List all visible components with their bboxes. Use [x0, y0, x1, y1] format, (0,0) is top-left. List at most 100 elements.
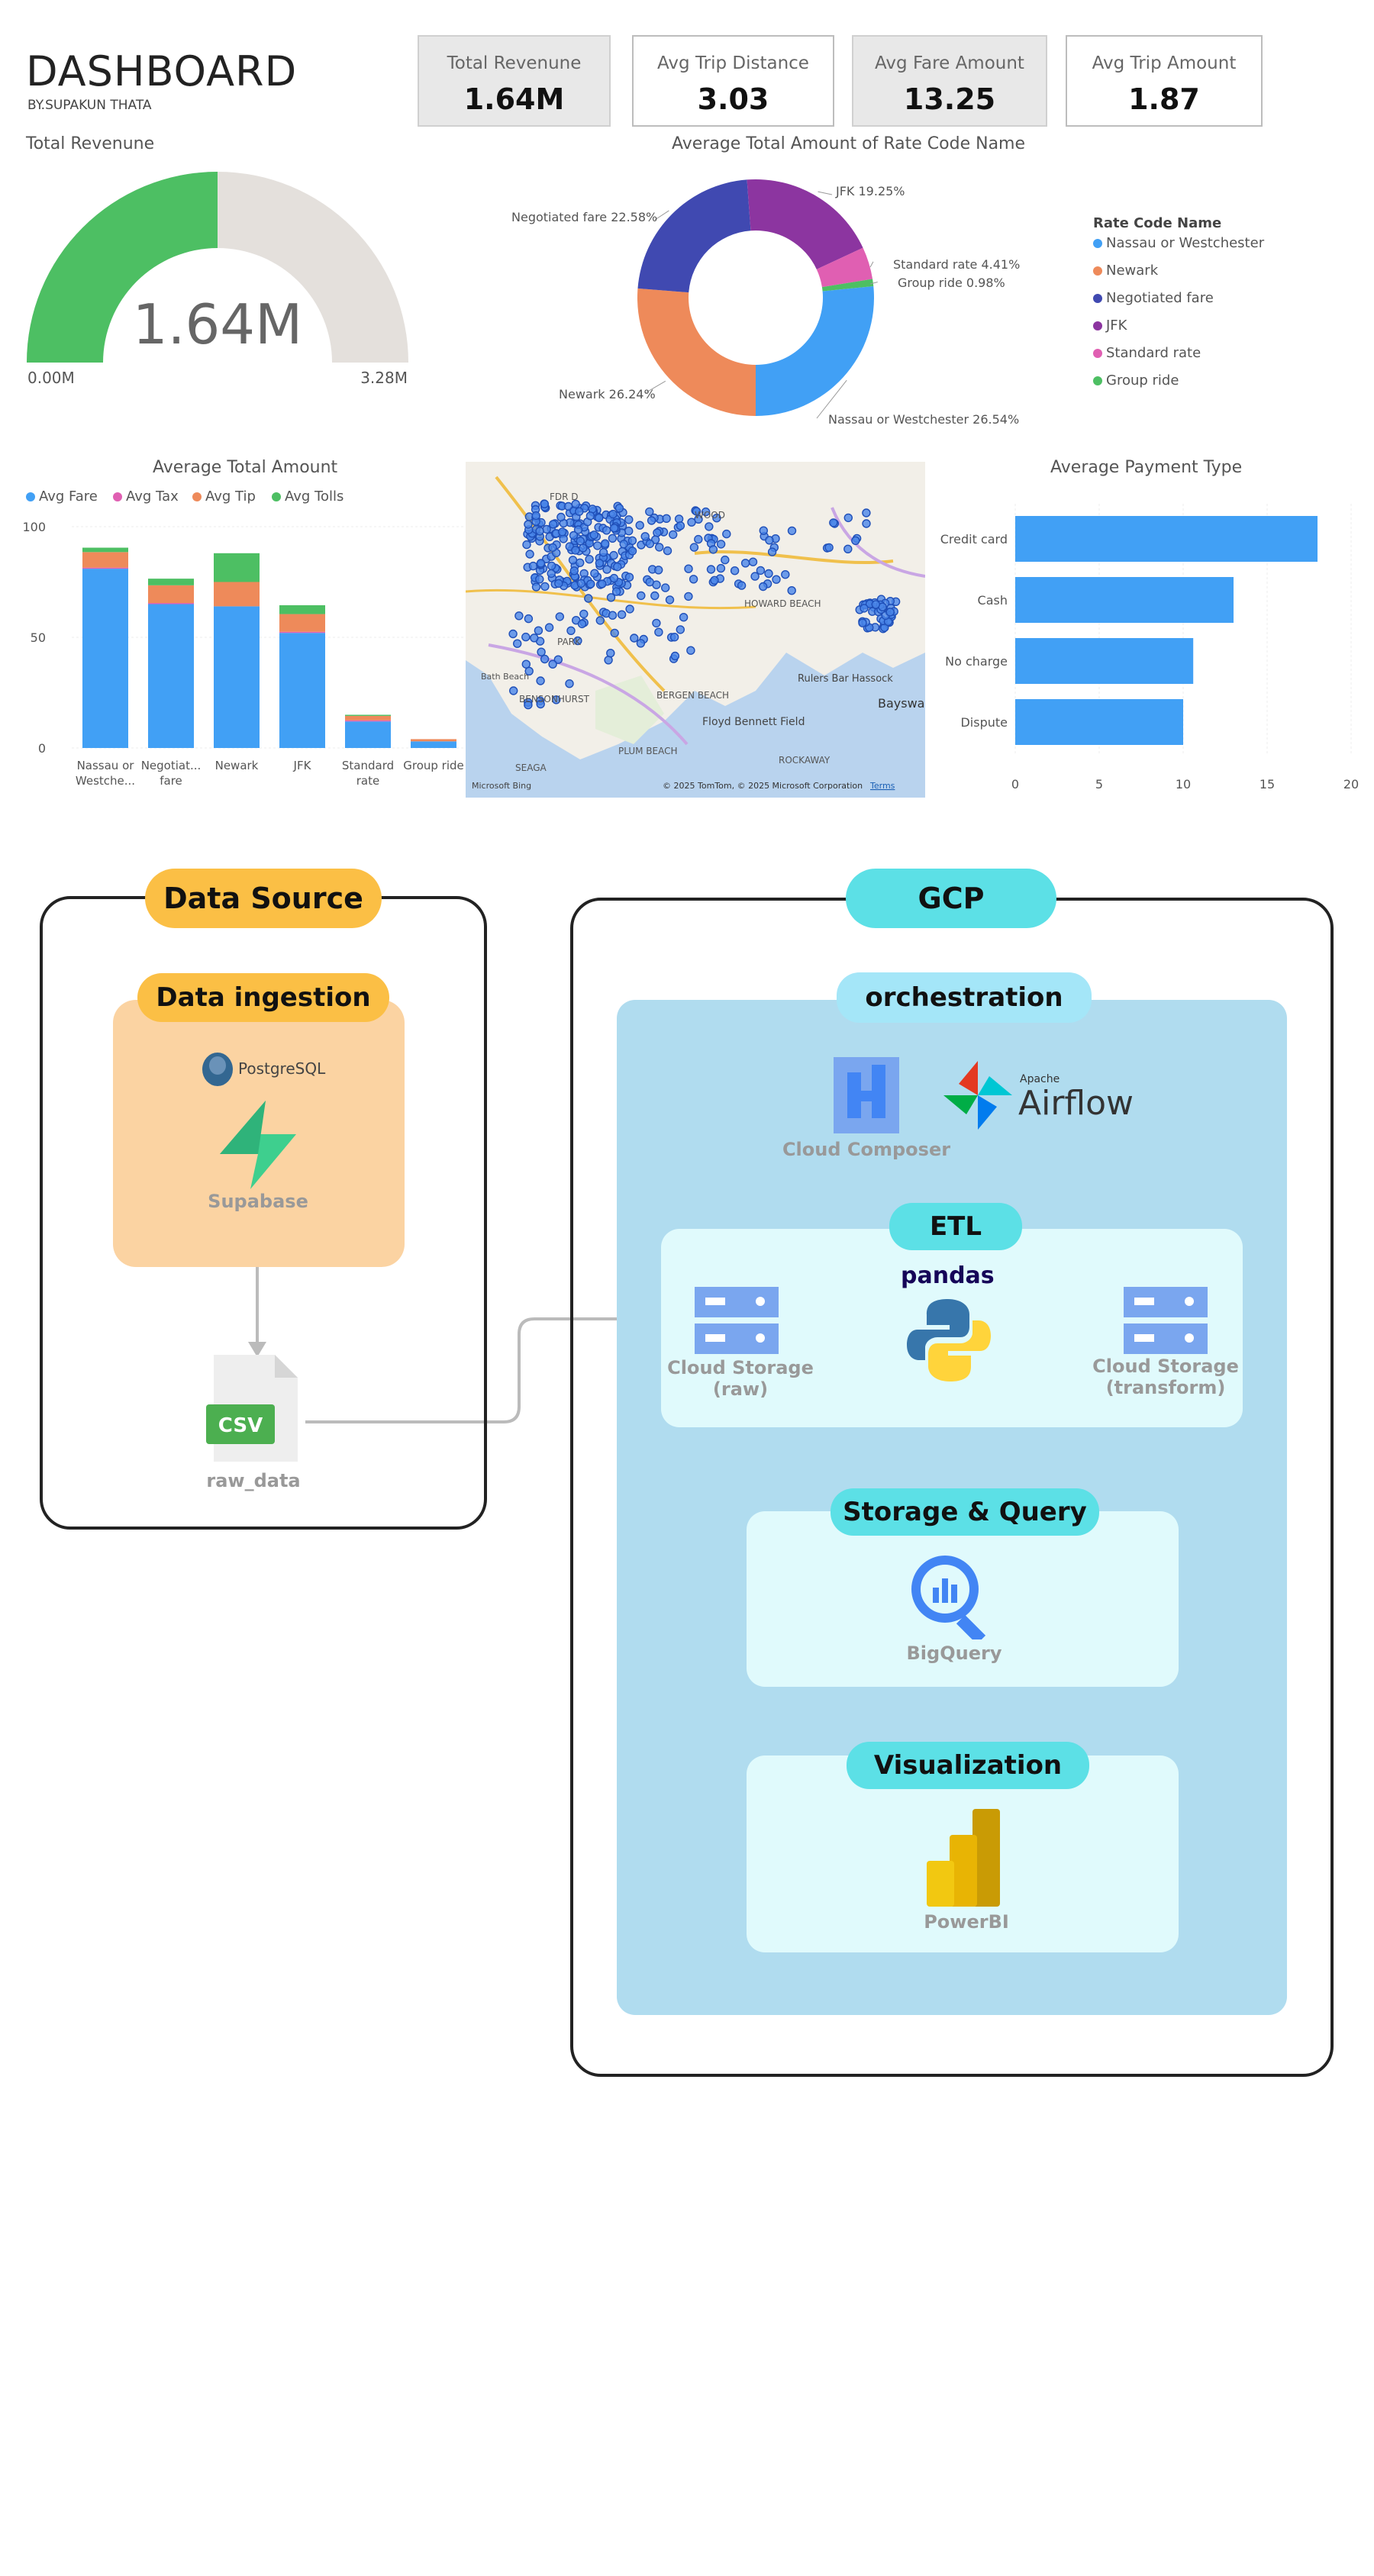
cloud-composer-icon	[834, 1057, 899, 1133]
trip-point	[676, 521, 685, 530]
stacked-bar-segment[interactable]	[214, 553, 260, 582]
trip-point	[684, 564, 693, 573]
x-tick-label: fare	[160, 774, 182, 788]
trip-point	[521, 632, 531, 642]
stacked-bar-segment[interactable]	[279, 631, 325, 634]
legend-item[interactable]: JFK	[1093, 318, 1127, 334]
stacked-bar-segment[interactable]	[279, 614, 325, 632]
donut-leader-line	[654, 210, 669, 221]
kpi-value: 3.03	[697, 82, 769, 116]
trip-point	[687, 517, 696, 527]
stacked-bar-segment[interactable]	[214, 582, 260, 607]
stacked-bar-segment[interactable]	[82, 569, 128, 748]
trip-point	[524, 614, 534, 624]
stacked-legend-item[interactable]: Avg Tip	[192, 488, 256, 505]
trip-point	[565, 679, 574, 688]
trip-point	[781, 569, 790, 579]
rate-code-donut-chart[interactable]: Nassau or Westchester 26.54%Newark 26.24…	[489, 160, 1038, 450]
stacked-bar-segment[interactable]	[82, 567, 128, 569]
map-label-wood: WOOD	[695, 510, 725, 521]
payment-bar[interactable]	[1015, 516, 1318, 562]
legend-item[interactable]: Newark	[1093, 263, 1158, 279]
stacked-legend-item[interactable]: Avg Tolls	[272, 488, 344, 505]
trip-point	[653, 566, 663, 575]
map-label-rockaway: ROCKAWAY	[779, 755, 831, 766]
pandas-label: pandas	[901, 1262, 995, 1289]
legend-item[interactable]: Group ride	[1093, 372, 1179, 388]
y-tick-label: Cash	[978, 593, 1008, 608]
stacked-bar-segment[interactable]	[411, 739, 456, 742]
trip-point	[716, 540, 726, 549]
trip-point	[555, 612, 565, 621]
stacked-bar-segment[interactable]	[82, 547, 128, 553]
trip-point	[824, 543, 834, 553]
trip-point	[579, 543, 588, 553]
stacked-bar-segment[interactable]	[345, 714, 391, 716]
donut-slice-group-ride[interactable]	[821, 279, 874, 292]
trip-point	[595, 513, 604, 523]
stacked-bar-segment[interactable]	[345, 721, 391, 748]
trip-point	[512, 639, 522, 648]
kpi-avg-fare-amount-card[interactable]: Avg Fare Amount 13.25	[852, 35, 1047, 127]
payment-bar[interactable]	[1015, 577, 1234, 623]
stacked-bar-segment[interactable]	[345, 715, 391, 721]
legend-dot	[192, 492, 202, 501]
trip-map[interactable]: FDR D WOOD HOWARD BEACH PARK BENSONHURST…	[466, 462, 925, 798]
revenue-gauge[interactable]: 1.64M 0.00M 3.28M	[15, 160, 412, 389]
trip-point	[686, 646, 695, 655]
cloud-storage-raw-line1: Cloud Storage	[667, 1357, 814, 1378]
stacked-bar-segment[interactable]	[148, 603, 194, 605]
legend-item[interactable]: Standard rate	[1093, 345, 1201, 361]
stacked-bar-segment[interactable]	[148, 585, 194, 604]
trip-point	[551, 695, 561, 704]
trip-point	[598, 547, 608, 557]
kpi-total-revenue-card[interactable]: Total Revenune 1.64M	[418, 35, 611, 127]
stacked-bar-segment[interactable]	[214, 606, 260, 748]
trip-point	[750, 572, 760, 581]
kpi-avg-trip-distance-card[interactable]: Avg Trip Distance 3.03	[632, 35, 834, 127]
x-tick-label: 15	[1260, 777, 1275, 791]
trip-point	[609, 524, 619, 533]
trip-point	[759, 582, 768, 592]
trip-point	[571, 499, 580, 509]
payment-bar[interactable]	[1015, 699, 1183, 745]
stacked-legend-item[interactable]: Avg Tax	[113, 488, 179, 505]
donut-slice-standard-rate[interactable]	[816, 247, 873, 288]
donut-slice-newark[interactable]	[637, 288, 756, 416]
stacked-bar-segment[interactable]	[148, 579, 194, 585]
trip-point	[705, 522, 714, 531]
trip-point	[640, 532, 650, 541]
postgresql-label: PostgreSQL	[238, 1059, 326, 1078]
stacked-bar-segment[interactable]	[279, 605, 325, 614]
donut-data-label: Nassau or Westchester 26.54%	[828, 412, 1019, 427]
donut-slice-negotiated-fare[interactable]	[637, 179, 751, 293]
map-terms-link[interactable]: Terms	[869, 781, 895, 791]
trip-point	[669, 530, 678, 540]
donut-slice-jfk[interactable]	[747, 179, 863, 269]
stacked-bar-segment[interactable]	[148, 604, 194, 749]
trip-point	[647, 516, 656, 525]
ingestion-label: Data ingestion	[137, 973, 389, 1022]
x-tick-label: Standard	[342, 759, 394, 772]
stacked-bar-segment[interactable]	[411, 741, 456, 748]
storage-query-box	[747, 1511, 1179, 1687]
stacked-bar-segment[interactable]	[279, 633, 325, 748]
trip-point	[721, 555, 730, 565]
legend-item[interactable]: Nassau or Westchester	[1093, 235, 1264, 251]
kpi-avg-trip-amount-card[interactable]: Avg Trip Amount 1.87	[1066, 35, 1263, 127]
trip-point	[619, 540, 628, 549]
donut-slice-nassau-or-westchester[interactable]	[756, 286, 874, 416]
trip-point	[627, 546, 637, 556]
stacked-legend-item[interactable]: Avg Fare	[26, 488, 98, 505]
trip-point	[585, 511, 595, 521]
airflow-label: Airflow	[1018, 1084, 1134, 1123]
postgresql-logo: PostgreSQL	[198, 1050, 325, 1088]
stacked-bar-segment[interactable]	[82, 552, 128, 568]
payment-bar[interactable]	[1015, 638, 1194, 684]
map-label-howard-beach: HOWARD BEACH	[744, 598, 821, 609]
legend-item[interactable]: Negotiated fare	[1093, 290, 1214, 306]
trip-point	[534, 626, 543, 635]
